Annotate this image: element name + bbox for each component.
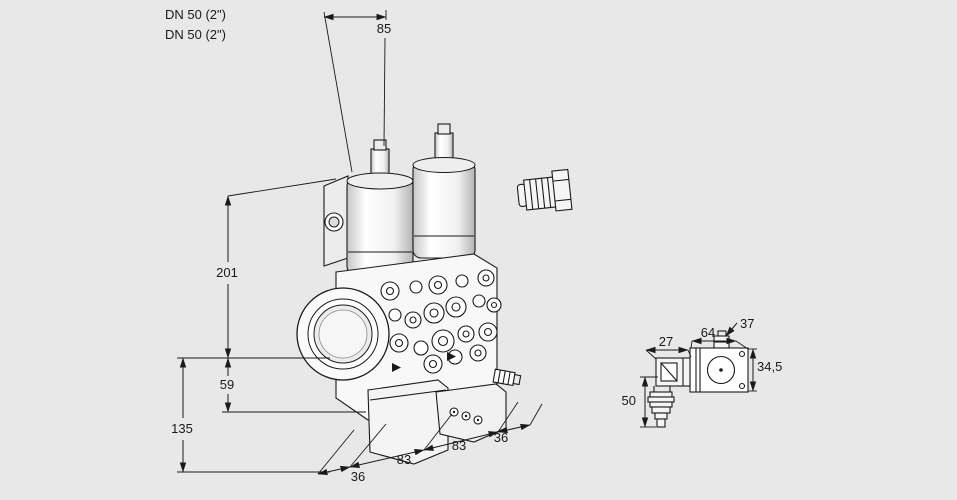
pipe-size-label-1: DN 50 (2") [165, 7, 226, 22]
solenoid-side-view [647, 330, 749, 428]
dimension-201: 201 [177, 178, 337, 359]
dimension-64: 64 [690, 325, 749, 350]
pressure-tap [492, 368, 522, 387]
dimension-135: 135 [171, 357, 330, 473]
pipe-flange [296, 287, 390, 381]
left-solenoid-coil [346, 139, 414, 275]
dimension-27: 27 [645, 334, 692, 360]
dimension-37: 37 [725, 316, 754, 337]
dimension-85: 85 [323, 10, 391, 173]
body-screws-and-ports [380, 269, 502, 374]
dimension-50: 50 [622, 376, 658, 428]
mounting-bracket [323, 175, 349, 267]
dim-label-83-right: 83 [452, 438, 466, 453]
dim-label-50: 50 [622, 393, 636, 408]
dimension-59: 59 [220, 357, 366, 413]
dim-label-34-5: 34,5 [757, 359, 782, 374]
dim-label-36-right: 36 [494, 430, 508, 445]
dim-label-135: 135 [171, 421, 193, 436]
dim-label-85: 85 [377, 21, 391, 36]
cable-gland [647, 386, 675, 428]
din-connector [655, 357, 691, 387]
dim-label-59: 59 [220, 377, 234, 392]
dim-label-201: 201 [216, 265, 238, 280]
dimension-bottom-chain: 36 83 83 36 [317, 401, 543, 484]
gas-valve-front-view [296, 123, 522, 465]
dim-label-36-left: 36 [351, 469, 365, 484]
connector-plug-part [516, 168, 573, 212]
dimension-34-5: 34,5 [748, 348, 782, 392]
pipe-size-label-2: DN 50 (2") [165, 27, 226, 42]
flow-direction-arrows [392, 352, 456, 372]
right-solenoid-coil [412, 123, 476, 259]
pipe-size-labels: DN 50 (2") DN 50 (2") [165, 7, 226, 42]
dim-label-37: 37 [740, 316, 754, 331]
dim-label-64: 64 [701, 325, 715, 340]
dim-label-27: 27 [659, 334, 673, 349]
dim-label-83-left: 83 [397, 452, 411, 467]
